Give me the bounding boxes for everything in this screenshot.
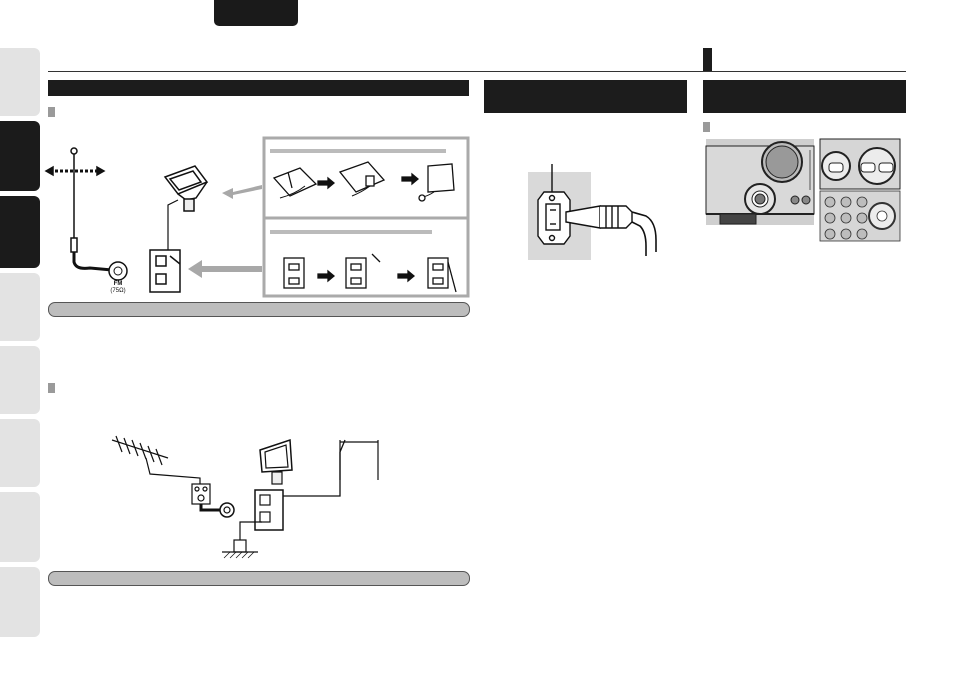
header-rule	[48, 71, 906, 72]
side-tab-3[interactable]	[0, 196, 40, 268]
subsection-marker-1	[48, 107, 55, 117]
note-bar-2	[48, 571, 470, 586]
side-tab-5[interactable]	[0, 346, 40, 414]
antenna-section-bar	[48, 80, 469, 96]
arrow-to-terminal	[188, 260, 262, 278]
right-chapter-marker	[703, 48, 712, 71]
right-section-bar	[703, 80, 906, 113]
subsection-marker-2	[48, 383, 55, 393]
fm-connector-icon	[108, 261, 128, 281]
standby-button-highlight	[858, 147, 896, 185]
antenna-terminal-block	[149, 249, 181, 293]
am-loop-antenna-icon	[163, 165, 209, 250]
side-tab-2[interactable]	[0, 121, 40, 191]
arrow-to-loop	[222, 185, 262, 199]
side-tab-7[interactable]	[0, 492, 40, 562]
subsection-marker-3	[703, 122, 710, 132]
note-bar-1	[48, 302, 470, 317]
fm-connector-label: FM	[113, 281, 123, 287]
side-tab-8[interactable]	[0, 567, 40, 637]
side-tab-1[interactable]	[0, 48, 40, 116]
side-tab-6[interactable]	[0, 419, 40, 487]
outdoor-antenna-diagram	[111, 435, 379, 559]
power-section-bar	[484, 80, 687, 113]
fm-impedance-label: (75Ω)	[110, 288, 126, 294]
fm-antenna-icon	[44, 147, 113, 272]
side-tab-4[interactable]	[0, 273, 40, 341]
top-chapter-tab[interactable]	[214, 0, 298, 26]
